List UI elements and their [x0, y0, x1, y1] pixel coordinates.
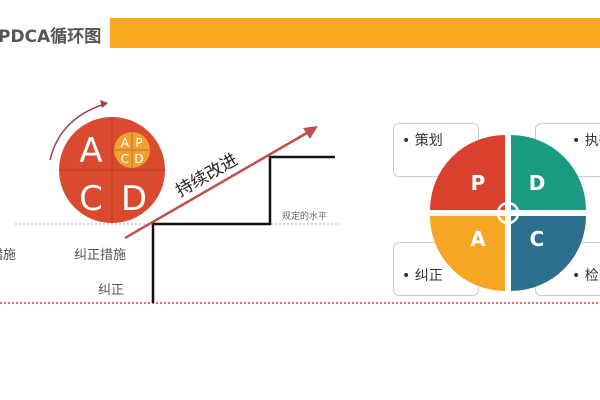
corrective-measure-label: 纠正措施	[74, 248, 127, 263]
small-quadrant-P: P	[135, 136, 142, 150]
rotation-arrowhead-icon	[100, 100, 108, 108]
title-banner	[110, 18, 600, 48]
left-quadrant-A: A	[79, 131, 102, 171]
correction-label: 纠正	[98, 283, 125, 298]
left-quadrant-C: C	[79, 179, 103, 219]
measure-label: 措施	[0, 248, 17, 263]
standard-level-label: 规定的水平	[282, 212, 328, 222]
left-quadrant-D: D	[121, 179, 147, 219]
do-box: • 执行	[535, 123, 600, 177]
rotation-arrow-icon	[49, 103, 106, 161]
page-title: PDCA循环图	[0, 27, 102, 47]
small-quadrant-C: C	[121, 152, 129, 166]
improvement-arrowhead-icon	[303, 126, 318, 139]
small-quadrant-D: D	[134, 152, 143, 166]
improvement-arrow	[124, 128, 313, 240]
plan-box: • 策划	[393, 123, 479, 177]
small-quadrant-A: A	[121, 136, 130, 150]
act-box: • 纠正	[393, 242, 479, 296]
step-line	[151, 155, 335, 303]
check-box: • 检查	[535, 242, 600, 296]
